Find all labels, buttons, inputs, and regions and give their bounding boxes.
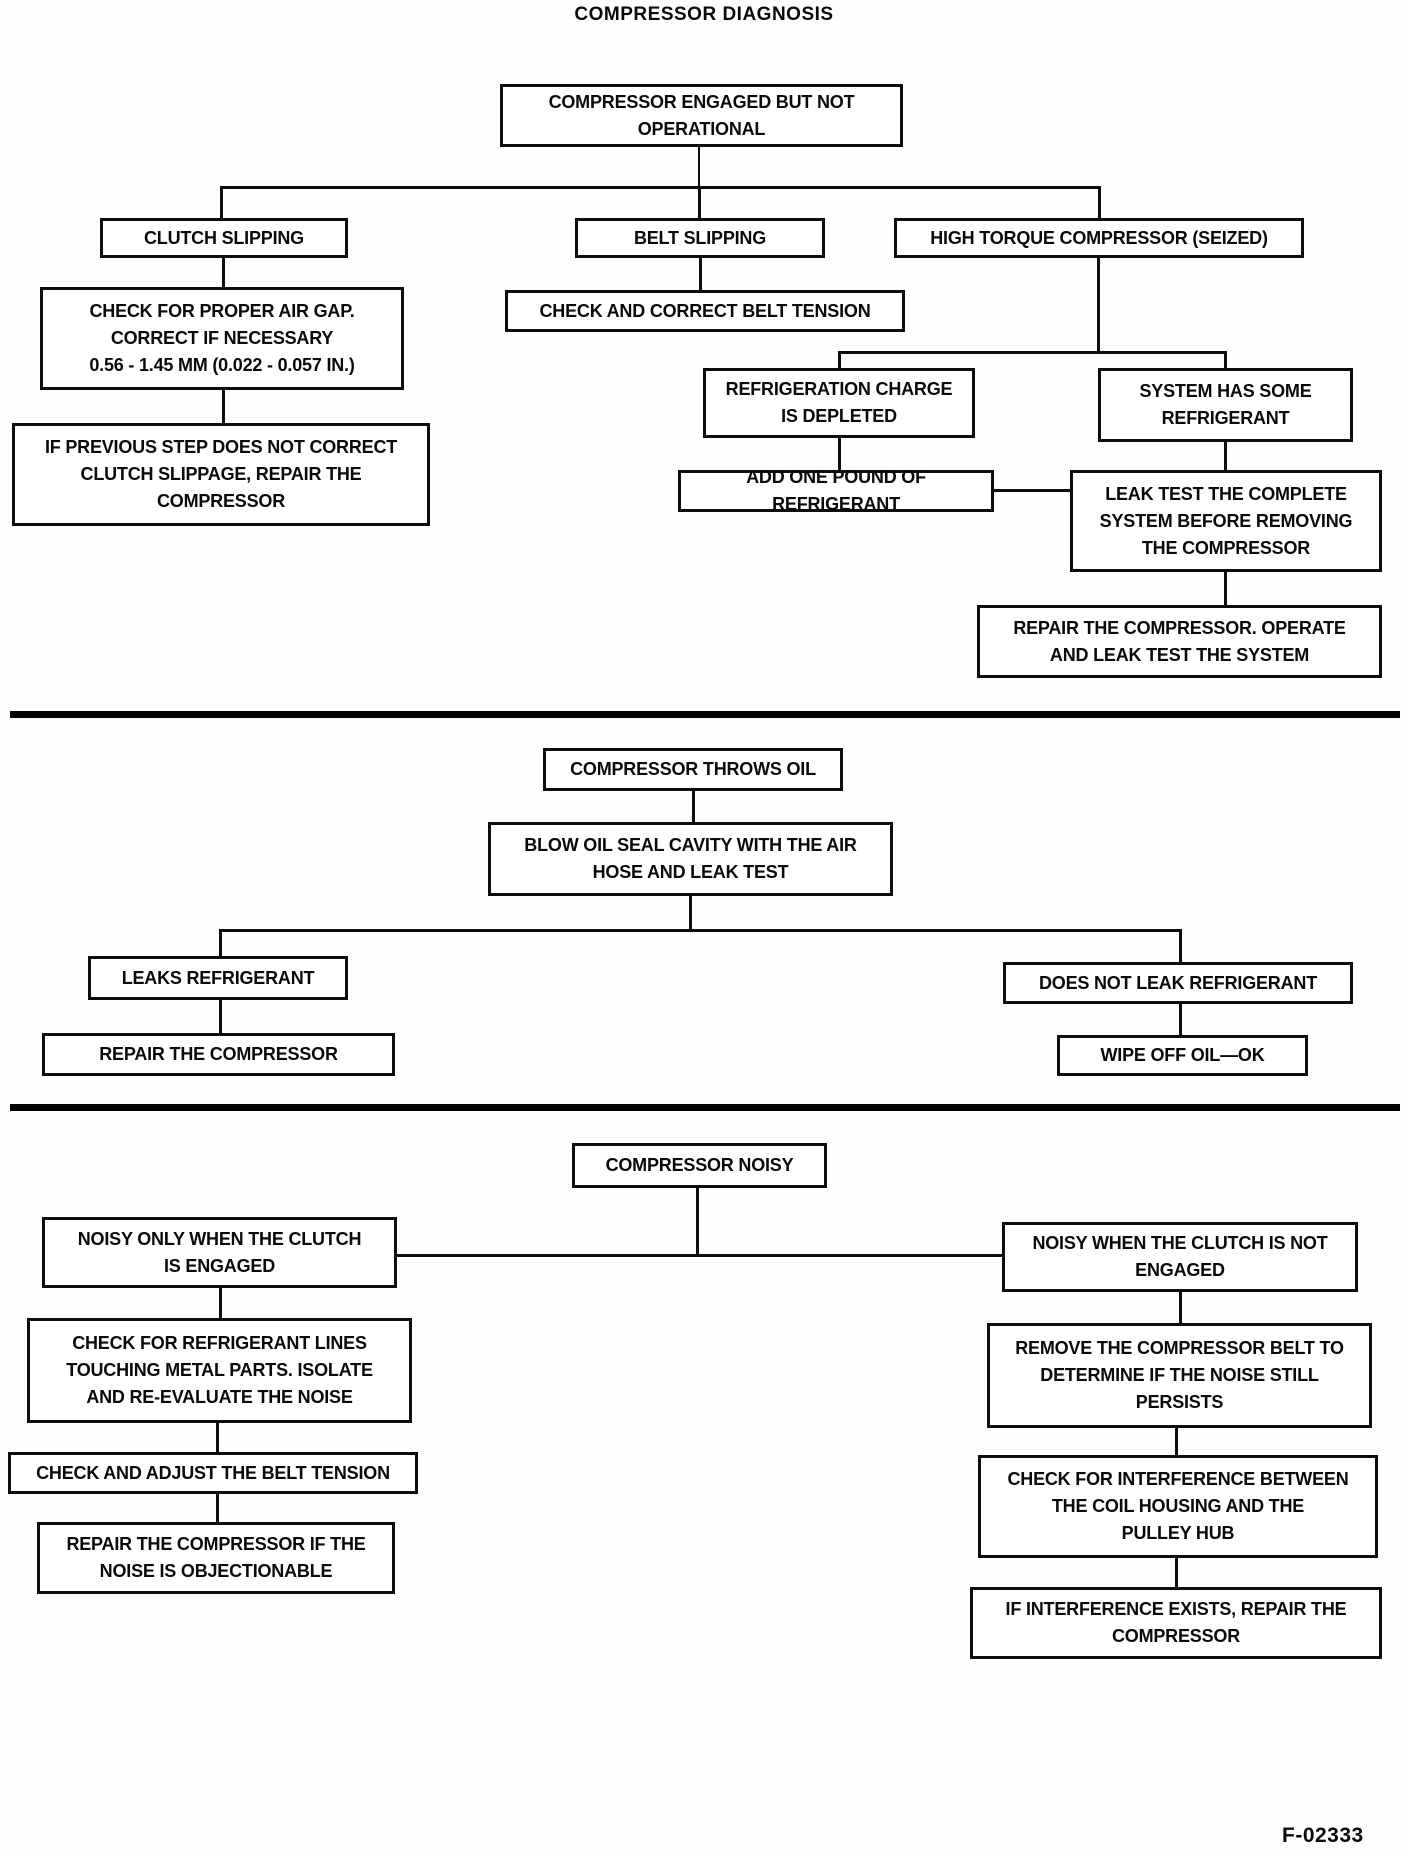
node-check-refrigerant-lines: CHECK FOR REFRIGERANT LINES TOUCHING MET… — [27, 1318, 412, 1423]
node-check-correct-belt-tension: CHECK AND CORRECT BELT TENSION — [505, 290, 905, 332]
node-check-air-gap: CHECK FOR PROPER AIR GAP. CORRECT IF NEC… — [40, 287, 404, 390]
connector-clutch-to-airgap — [222, 258, 225, 287]
connector-drop-high-torque — [1098, 186, 1101, 218]
node-check-interference-coil-pulley: CHECK FOR INTERFERENCE BETWEEN THE COIL … — [978, 1455, 1378, 1558]
connector-airgap-to-repair — [222, 390, 225, 423]
section-divider-2 — [10, 1104, 1400, 1111]
connector-charge-to-addpound — [838, 438, 841, 470]
node-high-torque-compressor-seized: HIGH TORQUE COMPRESSOR (SEIZED) — [894, 218, 1304, 258]
node-system-has-some-refrigerant: SYSTEM HAS SOME REFRIGERANT — [1098, 368, 1353, 442]
connector-throwsoil-to-blowoil — [692, 791, 695, 822]
connector-drop-leaks — [219, 929, 222, 956]
connector-noisy-rail — [397, 1254, 1002, 1257]
node-add-one-pound-refrigerant: ADD ONE POUND OF REFRIGERANT — [678, 467, 994, 514]
connector-belt-to-tension — [699, 258, 702, 290]
node-compressor-throws-oil: COMPRESSOR THROWS OIL — [543, 748, 843, 791]
node-compressor-noisy: COMPRESSOR NOISY — [572, 1143, 827, 1188]
connector-noisy-trunk — [696, 1188, 699, 1257]
node-belt-slipping: BELT SLIPPING — [575, 218, 825, 258]
node-check-adjust-belt-tension: CHECK AND ADJUST THE BELT TENSION — [8, 1452, 418, 1494]
connector-throwsoil-rail — [219, 929, 1182, 932]
node-if-previous-step-repair: IF PREVIOUS STEP DOES NOT CORRECT CLUTCH… — [12, 423, 430, 526]
connector-leaktest-to-repair — [1224, 572, 1227, 605]
node-wipe-off-oil-ok: WIPE OFF OIL—OK — [1057, 1035, 1308, 1076]
node-clutch-slipping: CLUTCH SLIPPING — [100, 218, 348, 258]
connector-notengaged-to-removebelt — [1179, 1292, 1182, 1323]
connector-blowoil-trunk — [689, 896, 692, 931]
connector-drop-noleak — [1179, 929, 1182, 962]
node-compressor-engaged-not-operational: COMPRESSOR ENGAGED BUT NOT OPERATIONAL — [500, 84, 903, 147]
connector-hightorque-rail — [838, 351, 1227, 354]
figure-number: F-02333 — [1282, 1824, 1364, 1847]
connector-engaged-trunk — [698, 147, 700, 187]
connector-noleak-to-wipe — [1179, 1004, 1182, 1035]
connector-drop-clutch — [220, 186, 223, 218]
node-if-interference-repair: IF INTERFERENCE EXISTS, REPAIR THE COMPR… — [970, 1587, 1382, 1659]
connector-drop-charge-depleted — [838, 351, 841, 368]
connector-drop-system-refrigerant — [1224, 351, 1227, 368]
connector-adjustbelt-to-repair — [216, 1494, 219, 1522]
connector-drop-belt — [698, 186, 701, 218]
node-noisy-only-clutch-engaged: NOISY ONLY WHEN THE CLUTCH IS ENGAGED — [42, 1217, 397, 1288]
connector-branch-rail — [220, 186, 1101, 189]
node-blow-oil-seal-cavity: BLOW OIL SEAL CAVITY WITH THE AIR HOSE A… — [488, 822, 893, 896]
node-leak-test-complete-system: LEAK TEST THE COMPLETE SYSTEM BEFORE REM… — [1070, 470, 1382, 572]
connector-hightorque-trunk — [1097, 258, 1100, 353]
connector-leaks-to-repair — [219, 1000, 222, 1033]
connector-interference-to-repair — [1175, 1558, 1178, 1587]
node-noisy-clutch-not-engaged: NOISY WHEN THE CLUTCH IS NOT ENGAGED — [1002, 1222, 1358, 1292]
node-remove-compressor-belt: REMOVE THE COMPRESSOR BELT TO DETERMINE … — [987, 1323, 1372, 1428]
connector-system-to-leaktest — [1224, 442, 1227, 470]
node-refrigeration-charge-depleted: REFRIGERATION CHARGE IS DEPLETED — [703, 368, 975, 438]
node-repair-the-compressor: REPAIR THE COMPRESSOR — [42, 1033, 395, 1076]
connector-addpound-to-leaktest — [994, 489, 1070, 492]
node-repair-operate-leak-test: REPAIR THE COMPRESSOR. OPERATE AND LEAK … — [977, 605, 1382, 678]
node-does-not-leak-refrigerant: DOES NOT LEAK REFRIGERANT — [1003, 962, 1353, 1004]
page-title: COMPRESSOR DIAGNOSIS — [574, 4, 834, 25]
node-repair-if-noise-objectionable: REPAIR THE COMPRESSOR IF THE NOISE IS OB… — [37, 1522, 395, 1594]
connector-lines-to-adjustbelt — [216, 1423, 219, 1452]
connector-engaged-to-lines — [219, 1288, 222, 1318]
connector-removebelt-to-interference — [1175, 1428, 1178, 1455]
section-divider-1 — [10, 711, 1400, 718]
node-leaks-refrigerant: LEAKS REFRIGERANT — [88, 956, 348, 1000]
